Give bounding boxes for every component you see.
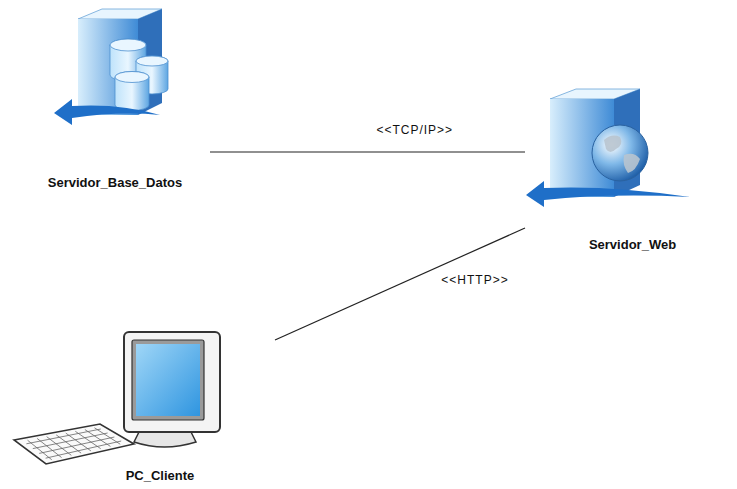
stereotype-label: <<HTTP>> [439,273,510,287]
deployment-node: Servidor_Web [525,85,737,253]
web-server-icon [520,85,695,215]
node-label: PC_Cliente [126,468,195,483]
node-label: Servidor_Web [589,237,676,252]
database-server-icon [50,5,180,130]
deployment-node: Servidor_Base_Datos [20,5,210,191]
client-pc-icon [12,328,237,468]
deployment-node: PC_Cliente [45,328,275,484]
node-label: Servidor_Base_Datos [48,175,182,190]
communication-path [210,151,525,152]
stereotype-label: <<TCP/IP>> [374,123,455,137]
communication-path [275,228,525,340]
